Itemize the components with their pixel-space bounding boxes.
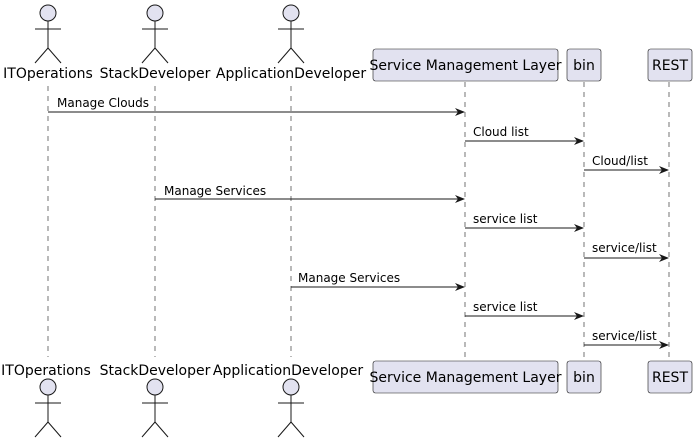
- message-1: Manage Clouds: [48, 96, 465, 116]
- message-label: Manage Clouds: [57, 96, 149, 110]
- message-label: service/list: [592, 329, 657, 343]
- actor-appdev-bottom: ApplicationDeveloper: [213, 363, 363, 438]
- actor-itops-top: ITOperations: [3, 4, 93, 82]
- participant-label: Service Management Layer: [370, 58, 562, 74]
- participant-label: bin: [573, 370, 595, 386]
- stick-figure-icon: [141, 378, 169, 438]
- participant-sml-bottom: Service Management Layer: [370, 360, 562, 394]
- stick-figure-icon: [277, 378, 305, 438]
- lifelines: [47, 82, 670, 360]
- message-label: Cloud list: [473, 125, 529, 139]
- actor-appdev-top: ApplicationDeveloper: [216, 4, 366, 82]
- stick-figure-icon: [141, 4, 169, 64]
- message-7: Manage Services: [291, 271, 465, 291]
- message-8: service list: [465, 300, 584, 320]
- participant-bin-top: bin: [566, 48, 602, 82]
- participant-label: REST: [652, 370, 688, 386]
- message-label: Manage Services: [298, 271, 400, 285]
- participant-label: bin: [573, 58, 595, 74]
- message-4: Manage Services: [155, 184, 465, 203]
- message-2: Cloud list: [465, 125, 584, 145]
- message-6: service/list: [584, 241, 669, 262]
- actor-label: StackDeveloper: [100, 363, 211, 379]
- participant-sml-top: Service Management Layer: [370, 48, 562, 82]
- message-label: service/list: [592, 241, 657, 255]
- participant-label: REST: [652, 58, 688, 74]
- message-label: service list: [473, 212, 538, 226]
- message-5: service list: [465, 212, 584, 232]
- message-9: service/list: [584, 329, 669, 349]
- participant-label: Service Management Layer: [370, 370, 562, 386]
- actor-label: ITOperations: [1, 363, 91, 379]
- participant-rest-bottom: REST: [647, 360, 693, 394]
- messages: Manage Clouds Cloud list Cloud/list Mana…: [48, 96, 669, 349]
- stick-figure-icon: [34, 378, 62, 438]
- actor-stackdev-bottom: StackDeveloper: [100, 363, 211, 438]
- message-label: Manage Services: [164, 184, 266, 198]
- actor-label: ITOperations: [3, 66, 93, 82]
- actor-label: ApplicationDeveloper: [216, 66, 366, 82]
- stick-figure-icon: [277, 4, 305, 64]
- message-3: Cloud/list: [584, 154, 669, 174]
- stick-figure-icon: [34, 4, 62, 64]
- actor-label: StackDeveloper: [100, 66, 211, 82]
- message-label: Cloud/list: [592, 154, 648, 168]
- message-label: service list: [473, 300, 538, 314]
- actor-stackdev-top: StackDeveloper: [100, 4, 211, 82]
- participant-bin-bottom: bin: [566, 360, 602, 394]
- participant-rest-top: REST: [647, 48, 693, 82]
- actor-label: ApplicationDeveloper: [213, 363, 363, 379]
- actor-itops-bottom: ITOperations: [1, 363, 91, 438]
